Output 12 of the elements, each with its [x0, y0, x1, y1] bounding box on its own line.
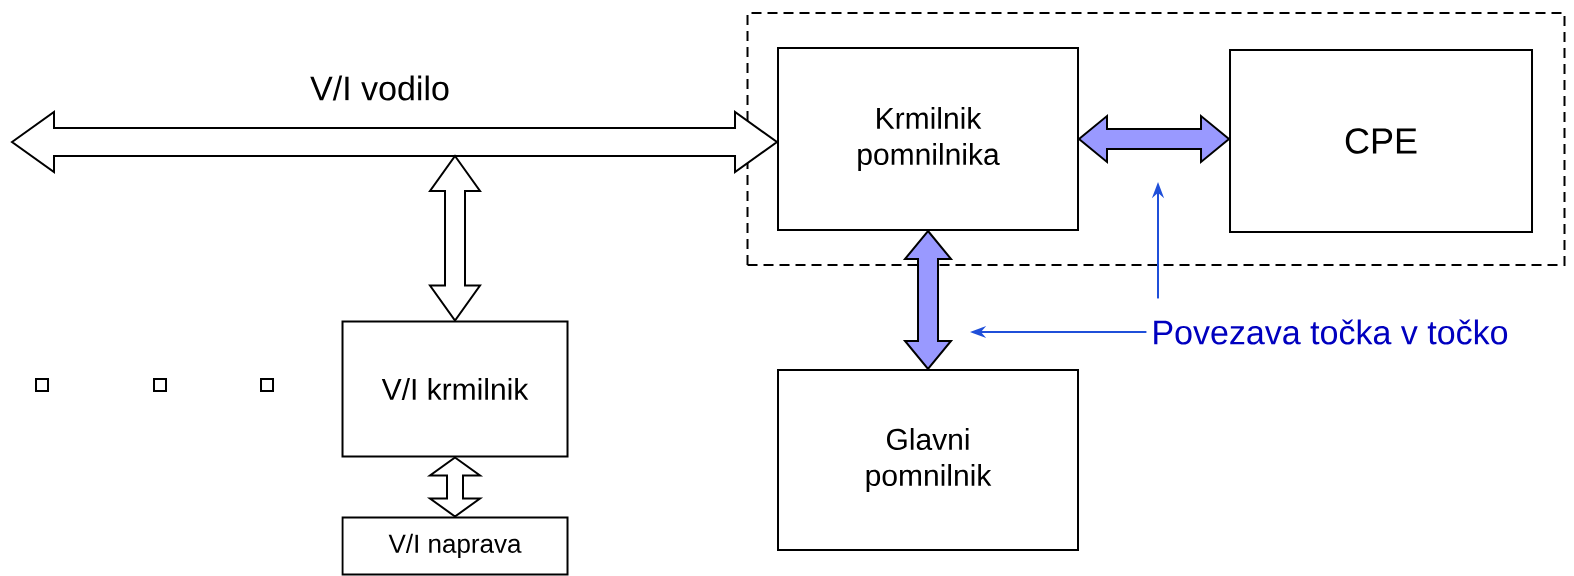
- edge-label: V/I vodilo: [310, 75, 449, 101]
- small-square: [260, 378, 274, 392]
- process-box: Glavni pomnilnik: [777, 369, 1079, 551]
- arrow: [426, 456, 484, 518]
- process-box: Krmilnik pomnilnika: [777, 47, 1079, 231]
- callout-text: Povezava točka v točko: [1154, 319, 1508, 345]
- process-box: V/I krmilnik: [341, 320, 569, 458]
- process-box: CPE: [1229, 49, 1533, 233]
- small-square: [153, 378, 167, 392]
- dashed-frame: [746, 12, 1566, 266]
- small-square: [35, 378, 49, 392]
- process-box: V/I naprava: [341, 516, 569, 576]
